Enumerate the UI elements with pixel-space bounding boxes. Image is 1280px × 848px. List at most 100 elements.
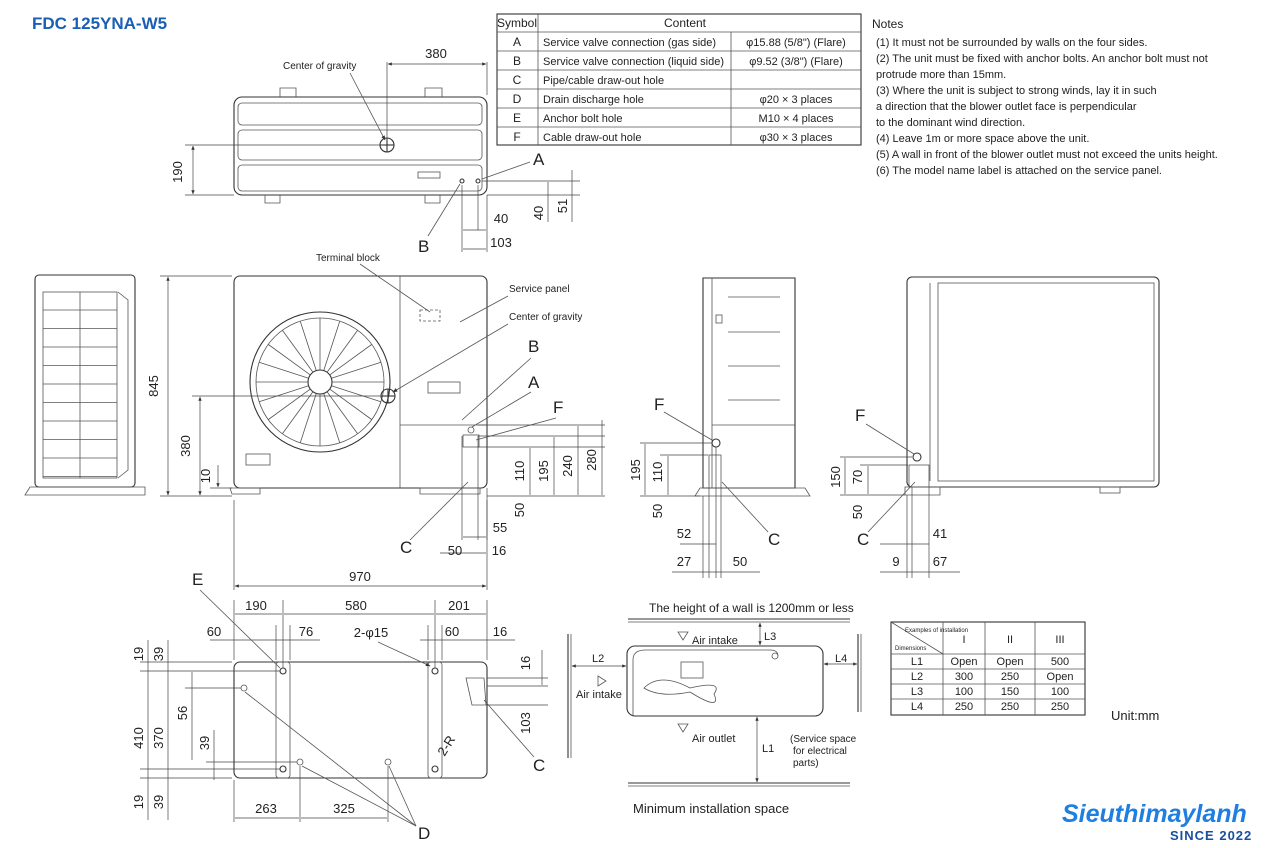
note-line: (2) The unit must be fixed with anchor b… — [876, 53, 1208, 65]
symbol-cell: C — [513, 73, 522, 87]
brand-logo: Sieuthimaylanh SINCE 2022 — [1062, 800, 1252, 843]
dim-front-380: 380 — [178, 435, 193, 457]
dim-top-40b: 40 — [531, 206, 546, 220]
note-line: (1) It must not be surrounded by walls o… — [876, 37, 1147, 49]
dim-base-16b: 16 — [518, 656, 533, 670]
dim-back-67: 67 — [933, 554, 947, 569]
content-cell: Service valve connection (gas side) — [543, 37, 716, 49]
space-table: Examples of installation Dimensions I II… — [890, 621, 1086, 716]
col-iii: III — [1055, 634, 1064, 646]
label-f-side: F — [654, 395, 664, 414]
dim-front-16: 16 — [492, 543, 506, 558]
dim-front-195: 195 — [536, 460, 551, 482]
dim-front-845: 845 — [146, 375, 161, 397]
dim-base-60b: 60 — [445, 624, 459, 639]
label-c-front: C — [400, 538, 412, 557]
dim-base-201: 201 — [448, 598, 470, 613]
note-line: (3) Where the unit is subject to strong … — [876, 85, 1157, 97]
dim-base-190: 190 — [245, 598, 267, 613]
label-a-top: A — [533, 150, 545, 169]
air-intake-top: Air intake — [692, 635, 738, 647]
fan-spoke — [329, 388, 373, 420]
space-cell: 100 — [1051, 686, 1069, 698]
note-line: to the dominant wind direction. — [876, 117, 1025, 129]
dim-base-580: 580 — [345, 598, 367, 613]
space-cell: 500 — [1051, 656, 1069, 668]
notes: Notes (1) It must not be surrounded by w… — [872, 17, 1218, 177]
symbol-cell: F — [513, 130, 520, 144]
brand-name: Sieuthimaylanh — [1062, 800, 1247, 828]
symbol-cell: A — [513, 35, 521, 49]
air-outlet: Air outlet — [692, 733, 735, 745]
content-cell: Service valve connection (liquid side) — [543, 56, 724, 68]
note-line: (6) The model name label is attached on … — [876, 165, 1162, 177]
dim-side-50b: 50 — [733, 554, 747, 569]
service-space-3: parts) — [793, 758, 819, 769]
space-row-label: L1 — [911, 656, 923, 668]
fan-spoke — [259, 361, 309, 379]
base-view: 190 580 201 60 76 2-φ15 60 16 16 103 E C… — [131, 570, 548, 843]
spec-cell: φ15.88 (5/8") (Flare) — [746, 37, 846, 49]
space-cell: 250 — [1051, 701, 1069, 713]
dim-front-55: 55 — [493, 520, 507, 535]
dim-side-52: 52 — [677, 526, 691, 541]
dim-top-380: 380 — [425, 46, 447, 61]
dim-back-41: 41 — [933, 526, 947, 541]
spec-cell: φ9.52 (3/8") (Flare) — [749, 56, 843, 68]
hole-spec: 2-φ15 — [354, 625, 388, 640]
dim-base-19b: 19 — [131, 795, 146, 809]
space-cell: 300 — [955, 671, 973, 683]
dim-base-103: 103 — [518, 712, 533, 734]
model-title: FDC 125YNA-W5 — [32, 14, 167, 33]
label-c-back: C — [857, 530, 869, 549]
dim-top-40a: 40 — [494, 211, 508, 226]
label-l2: L2 — [592, 653, 604, 665]
note-line: (4) Leave 1m or more space above the uni… — [876, 133, 1089, 145]
air-intake-left: Air intake — [576, 689, 622, 701]
label-l4: L4 — [835, 653, 847, 665]
dim-base-370: 370 — [151, 727, 166, 749]
space-cell: Open — [997, 656, 1024, 668]
spec-cell: M10 × 4 places — [759, 113, 834, 125]
label-c-side: C — [768, 530, 780, 549]
dim-top-103: 103 — [490, 235, 512, 250]
dim-top-51: 51 — [555, 199, 570, 213]
space-cell: 150 — [1001, 686, 1019, 698]
dim-back-150: 150 — [828, 466, 843, 488]
fan-spoke — [299, 321, 317, 371]
note-line: (5) A wall in front of the blower outlet… — [876, 149, 1218, 161]
dim-back-9: 9 — [892, 554, 899, 569]
dim-side-27: 27 — [677, 554, 691, 569]
installation-space: The height of a wall is 1200mm or less A… — [567, 601, 862, 816]
label-f-front: F — [553, 398, 563, 417]
dim-base-56: 56 — [175, 706, 190, 720]
dim-base-410: 410 — [131, 727, 146, 749]
front-view: Terminal block Service panel Center of g… — [146, 253, 605, 590]
brand-since: SINCE 2022 — [1170, 828, 1252, 843]
dim-base-39b: 39 — [197, 736, 212, 750]
dim-front-110: 110 — [512, 461, 527, 482]
service-space-1: (Service space — [790, 734, 857, 745]
content-header: Content — [664, 16, 707, 30]
fan-spoke — [282, 391, 314, 435]
fan-spoke — [267, 388, 311, 420]
label-d-base: D — [418, 824, 430, 843]
dim-top-190: 190 — [170, 161, 185, 183]
fan-spoke — [326, 329, 358, 373]
label-e-base: E — [192, 570, 203, 589]
label-l3: L3 — [764, 631, 776, 643]
fan-spoke — [331, 385, 381, 403]
note-line: protrude more than 15mm. — [876, 69, 1006, 81]
fan-spoke — [323, 321, 341, 371]
top-view: Center of gravity 380 190 A B 40 103 40 … — [170, 46, 580, 256]
fan-spoke — [267, 344, 311, 376]
label-l1: L1 — [762, 743, 774, 755]
dim-base-19a: 19 — [131, 647, 146, 661]
space-cell: 100 — [955, 686, 973, 698]
left-view — [24, 274, 146, 496]
fan-spoke — [323, 393, 341, 443]
symbol-cell: D — [513, 92, 522, 106]
dim-base-16a: 16 — [493, 624, 507, 639]
